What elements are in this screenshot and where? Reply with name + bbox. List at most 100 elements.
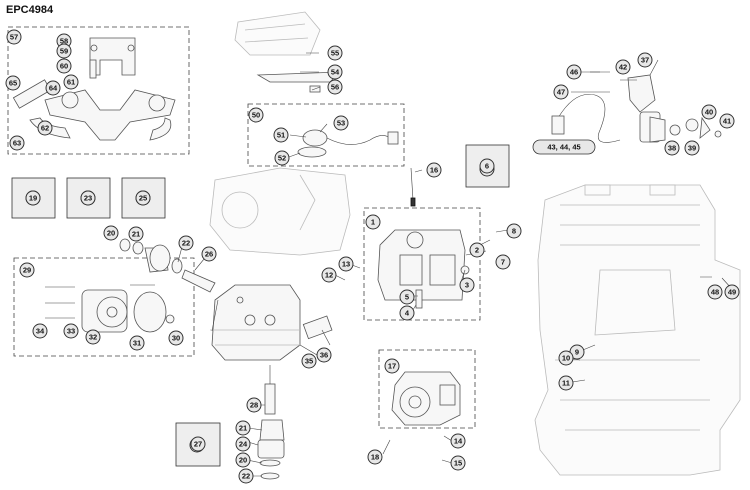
callout-64: 64	[45, 80, 61, 96]
callout-label-28: 28	[250, 401, 258, 410]
group-29-parts	[45, 284, 175, 333]
callout-label-5: 5	[405, 293, 409, 302]
callout-label-17: 17	[388, 362, 396, 371]
callout-38: 38	[664, 140, 680, 156]
callout-label-1: 1	[371, 218, 375, 227]
callout-29: 29	[19, 262, 35, 278]
callout-label-20: 20	[239, 456, 247, 465]
callout-label-24: 24	[239, 440, 248, 449]
callout-34: 34	[32, 323, 48, 339]
callout-22: 22	[238, 468, 254, 484]
callout-56: 56	[327, 79, 343, 95]
callout-14: 14	[450, 433, 466, 449]
callout-26: 26	[201, 246, 217, 262]
placeholder-label-23: 23	[80, 190, 96, 206]
group-box-50	[247, 103, 405, 167]
callout-28: 28	[246, 397, 262, 413]
transmission-housing-ghost	[534, 184, 741, 476]
callout-label-40: 40	[705, 108, 713, 117]
callout-label-18: 18	[371, 453, 379, 462]
group-box-17	[378, 349, 476, 429]
callout-label-21: 21	[132, 230, 140, 239]
callout-label-26: 26	[205, 250, 213, 259]
callout-label-12: 12	[325, 271, 333, 280]
solenoid-stack-lower	[257, 365, 285, 480]
callout-label-46: 46	[570, 68, 578, 77]
callout-label-7: 7	[501, 258, 505, 267]
callout-label-16: 16	[430, 166, 438, 175]
callout-label-32: 32	[89, 333, 97, 342]
multi-ref-box	[532, 139, 596, 155]
control-module-1	[377, 229, 491, 309]
callout-48: 48	[707, 284, 723, 300]
callout-label-8: 8	[512, 227, 516, 236]
callout-label-52: 52	[278, 154, 286, 163]
callout-11: 11	[558, 375, 574, 391]
callout-label-15: 15	[454, 459, 462, 468]
callout-label-36: 36	[320, 351, 328, 360]
svg-text:23: 23	[84, 194, 92, 203]
callout-51: 51	[273, 127, 289, 143]
solenoid-stack-upper	[119, 238, 216, 293]
callout-54: 54	[327, 64, 343, 80]
callout-label-63: 63	[13, 139, 21, 148]
callout-label-58: 58	[60, 37, 68, 46]
diagram-code: EPC4984	[6, 4, 54, 16]
placeholder-label-6: 6	[479, 158, 495, 174]
callout-47: 47	[553, 84, 569, 100]
callout-label-60: 60	[60, 62, 68, 71]
callout-12: 12	[321, 267, 337, 283]
callout-label-53: 53	[337, 119, 345, 128]
callout-20: 20	[103, 225, 119, 241]
callout-40: 40	[701, 104, 717, 120]
callout-1: 1	[365, 214, 381, 230]
callout-label-20: 20	[107, 229, 115, 238]
callout-33: 33	[63, 323, 79, 339]
callout-label-61: 61	[67, 78, 75, 87]
multi-ref-label: 43, 44, 45	[547, 143, 580, 152]
callout-label-37: 37	[641, 56, 649, 65]
callout-label-62: 62	[41, 124, 49, 133]
callout-4: 4	[399, 305, 415, 321]
pump-assembly-17	[391, 371, 461, 426]
callout-label-2: 2	[475, 246, 479, 255]
callout-label-49: 49	[728, 288, 736, 297]
callout-label-22: 22	[182, 239, 190, 248]
callout-59: 59	[56, 43, 72, 59]
callout-label-41: 41	[723, 117, 731, 126]
callout-label-21: 21	[239, 424, 247, 433]
callout-8: 8	[506, 223, 522, 239]
placeholder-label-27: 27	[190, 436, 206, 452]
mount-bracket-57	[12, 37, 176, 141]
small-parts-38-41	[669, 116, 722, 139]
callout-label-13: 13	[342, 260, 350, 269]
callout-46: 46	[566, 64, 582, 80]
group-box-57	[7, 26, 190, 155]
callout-49: 49	[724, 284, 740, 300]
callout-label-4: 4	[405, 309, 410, 318]
placeholder-label-19: 19	[25, 190, 41, 206]
callout-17: 17	[384, 358, 400, 374]
callout-label-33: 33	[67, 327, 75, 336]
callout-20: 20	[235, 452, 251, 468]
callout-21: 21	[235, 420, 251, 436]
callout-50: 50	[248, 107, 264, 123]
callout-18: 18	[367, 449, 383, 465]
callout-label-29: 29	[23, 266, 31, 275]
callout-30: 30	[168, 330, 184, 346]
callout-label-59: 59	[60, 47, 68, 56]
dipstick-16	[410, 167, 416, 207]
placeholder-label-25: 25	[135, 190, 151, 206]
callout-61: 61	[63, 74, 79, 90]
callout-13: 13	[338, 256, 354, 272]
callout-16: 16	[426, 162, 442, 178]
callout-label-51: 51	[277, 131, 285, 140]
callout-label-34: 34	[36, 327, 45, 336]
callout-60: 60	[56, 58, 72, 74]
callout-52: 52	[274, 150, 290, 166]
callout-label-57: 57	[10, 33, 18, 42]
group-box-29	[13, 257, 195, 357]
callout-label-30: 30	[172, 334, 180, 343]
callout-label-14: 14	[454, 437, 463, 446]
